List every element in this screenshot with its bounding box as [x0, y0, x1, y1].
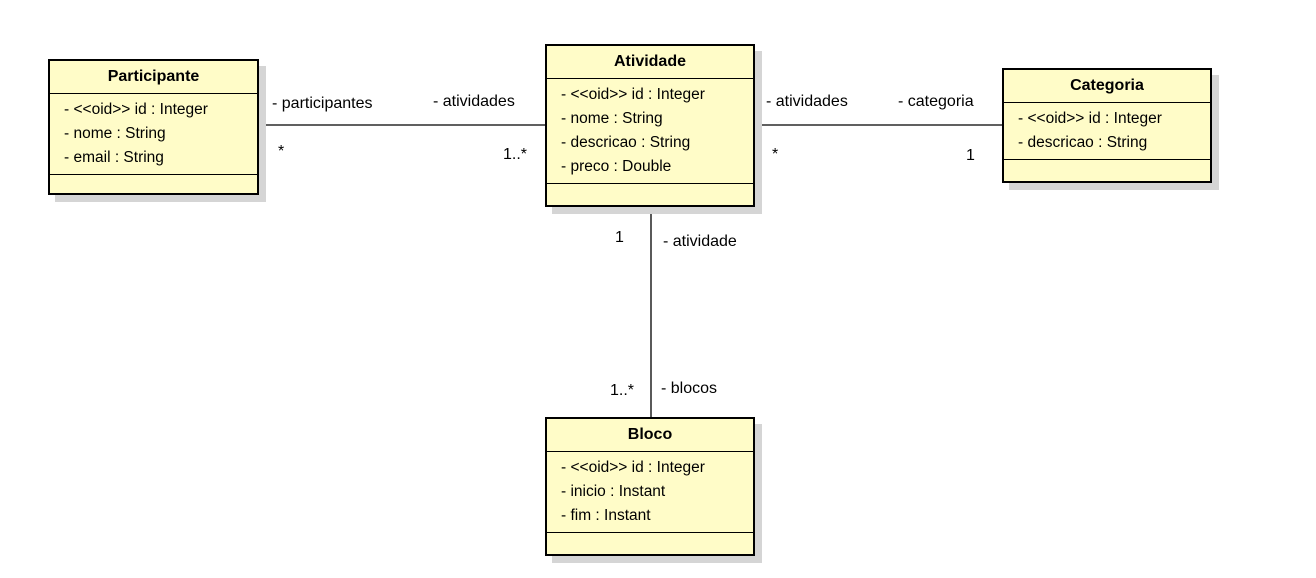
class-categoria-attribute: - <<oid>> id : Integer — [1018, 110, 1162, 127]
class-atividade[interactable]: Atividade - <<oid>> id : Integer - nome … — [545, 44, 755, 207]
class-participante-attribute: - email : String — [64, 149, 164, 166]
class-atividade-attributes: - <<oid>> id : Integer - nome : String -… — [547, 79, 753, 184]
class-participante-attributes: - <<oid>> id : Integer - nome : String -… — [50, 94, 257, 175]
class-participante-attribute: - <<oid>> id : Integer — [64, 101, 208, 118]
class-bloco-operations — [547, 533, 753, 547]
class-bloco-attribute: - fim : Instant — [561, 507, 651, 524]
role-atividade: - atividade — [663, 233, 737, 250]
class-atividade-attribute: - preco : Double — [561, 158, 672, 175]
multiplicity-atividade-right: * — [772, 146, 779, 163]
class-categoria-operations — [1004, 160, 1210, 174]
class-atividade-operations — [547, 184, 753, 198]
multiplicity-bloco-side: 1..* — [610, 382, 635, 399]
class-categoria-name: Categoria — [1004, 70, 1210, 103]
multiplicity-atividade-left: 1..* — [503, 146, 528, 163]
class-categoria[interactable]: Categoria - <<oid>> id : Integer - descr… — [1002, 68, 1212, 183]
class-categoria-attribute: - descricao : String — [1018, 134, 1148, 151]
role-atividades-right: - atividades — [766, 93, 848, 110]
class-participante-operations — [50, 175, 257, 189]
class-bloco-attribute: - inicio : Instant — [561, 483, 666, 500]
multiplicity-atividade-bottom: 1 — [615, 229, 624, 246]
class-bloco-attributes: - <<oid>> id : Integer - inicio : Instan… — [547, 452, 753, 533]
role-participantes: - participantes — [272, 95, 373, 112]
class-participante[interactable]: Participante - <<oid>> id : Integer - no… — [48, 59, 259, 195]
class-participante-attribute: - nome : String — [64, 125, 166, 142]
class-atividade-name: Atividade — [547, 46, 753, 79]
multiplicity-categoria-side: 1 — [966, 147, 975, 164]
class-participante-name: Participante — [50, 61, 257, 94]
class-bloco-name: Bloco — [547, 419, 753, 452]
class-atividade-attribute: - <<oid>> id : Integer — [561, 86, 705, 103]
class-categoria-attributes: - <<oid>> id : Integer - descricao : Str… — [1004, 103, 1210, 160]
class-atividade-attribute: - nome : String — [561, 110, 663, 127]
role-blocos: - blocos — [661, 380, 718, 397]
class-bloco-attribute: - <<oid>> id : Integer — [561, 459, 705, 476]
role-atividades-left: - atividades — [433, 93, 515, 110]
class-atividade-attribute: - descricao : String — [561, 134, 691, 151]
role-categoria: - categoria — [898, 93, 974, 110]
multiplicity-participante-side: * — [278, 143, 285, 160]
class-bloco[interactable]: Bloco - <<oid>> id : Integer - inicio : … — [545, 417, 755, 556]
